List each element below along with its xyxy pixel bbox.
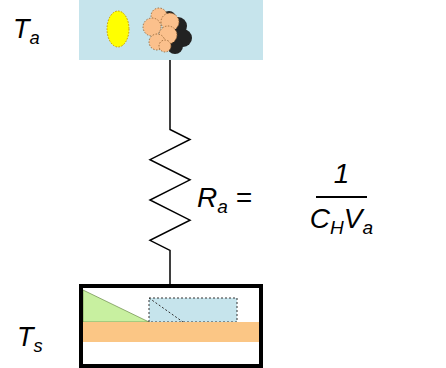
sky-illustration <box>79 0 263 60</box>
fraction-denominator: CHVa <box>310 205 373 237</box>
air-band: Ta <box>79 0 263 60</box>
fraction-bar <box>316 196 367 198</box>
temperature-label: Ts <box>17 324 43 355</box>
surface-box: Ts <box>79 284 263 368</box>
resistance-label: Ra = <box>197 184 252 216</box>
fraction-numerator: 1 <box>334 160 350 188</box>
surface-illustration <box>83 288 259 364</box>
temperature-label: Ta <box>13 16 40 47</box>
resistor-connector <box>150 60 190 284</box>
